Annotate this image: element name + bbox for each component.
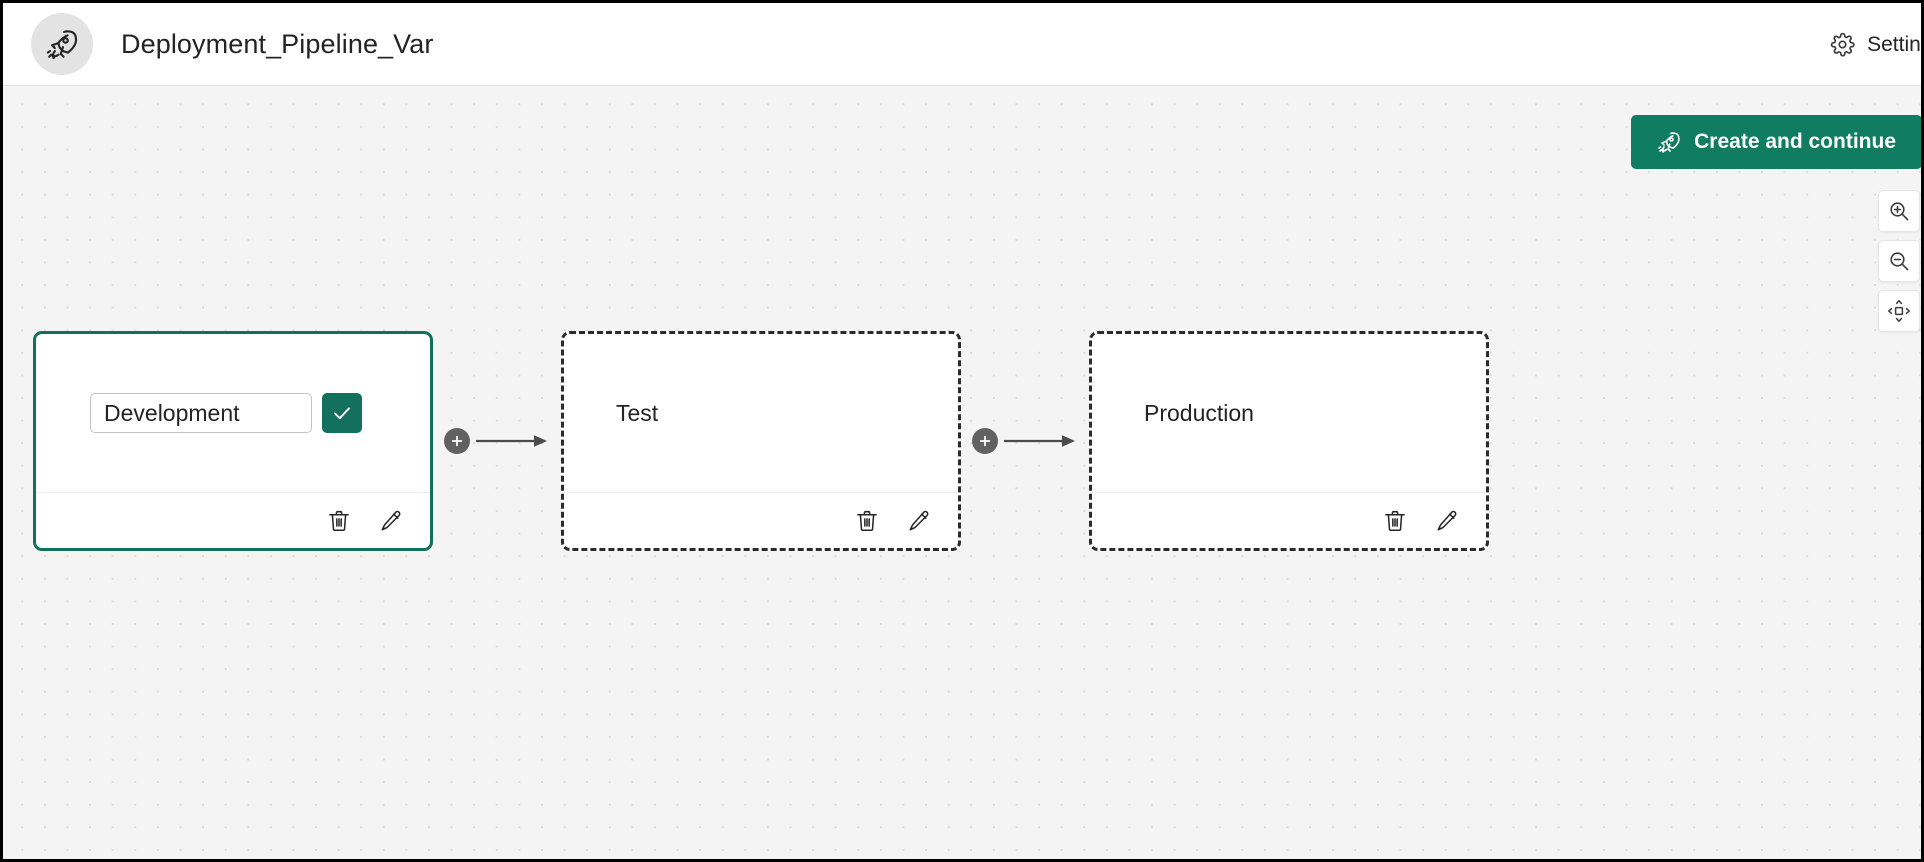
stage-name-edit-row <box>88 393 362 433</box>
delete-stage-button[interactable] <box>1378 504 1412 538</box>
pipeline-canvas[interactable]: Create and continue <box>3 86 1921 859</box>
stage-name-label: Production <box>1144 399 1254 426</box>
stage-card-development[interactable] <box>33 331 433 551</box>
fit-to-view-icon <box>1887 299 1911 323</box>
confirm-stage-name-button[interactable] <box>322 393 362 433</box>
trash-icon <box>326 508 352 534</box>
add-stage-button[interactable] <box>972 428 998 454</box>
delete-stage-button[interactable] <box>322 504 356 538</box>
trash-icon <box>1382 508 1408 534</box>
app-header: Deployment_Pipeline_Var Settings <box>3 3 1921 86</box>
stage-name-input[interactable] <box>90 393 312 433</box>
zoom-out-button[interactable] <box>1878 240 1920 282</box>
rocket-logo-icon <box>31 13 93 75</box>
header-actions: Settings <box>1824 3 1921 86</box>
pencil-icon <box>1434 508 1460 534</box>
stage-card-footer <box>1092 492 1486 548</box>
edit-stage-button[interactable] <box>374 504 408 538</box>
stage-card-body <box>36 334 430 492</box>
pencil-icon <box>906 508 932 534</box>
settings-button[interactable]: Settings <box>1824 26 1921 63</box>
zoom-in-icon <box>1887 199 1911 223</box>
stage-card-body: Production <box>1092 334 1486 492</box>
stage-card-footer <box>564 492 958 548</box>
stage-name-label: Test <box>616 399 659 426</box>
edit-stage-button[interactable] <box>1430 504 1464 538</box>
fit-to-view-button[interactable] <box>1878 290 1920 332</box>
zoom-in-button[interactable] <box>1878 190 1920 232</box>
pipeline-stages: Test <box>33 331 1489 551</box>
gear-icon <box>1830 32 1855 57</box>
page-title: Deployment_Pipeline_Var <box>121 28 434 59</box>
arrow-right-icon <box>1004 435 1075 447</box>
zoom-out-icon <box>1887 249 1911 273</box>
create-and-continue-button[interactable]: Create and continue <box>1631 115 1921 169</box>
add-stage-button[interactable] <box>444 428 470 454</box>
create-button-label: Create and continue <box>1694 130 1896 153</box>
delete-stage-button[interactable] <box>850 504 884 538</box>
pencil-icon <box>378 508 404 534</box>
stage-card-production[interactable]: Production <box>1089 331 1489 551</box>
edit-stage-button[interactable] <box>902 504 936 538</box>
stage-card-test[interactable]: Test <box>561 331 961 551</box>
check-icon <box>330 401 354 425</box>
canvas-zoom-controls <box>1878 190 1920 332</box>
arrow-right-icon <box>476 435 547 447</box>
rocket-icon <box>1657 130 1681 154</box>
trash-icon <box>854 508 880 534</box>
plus-icon <box>977 433 993 449</box>
stage-connector-1 <box>433 331 561 551</box>
plus-icon <box>449 433 465 449</box>
stage-connector-2 <box>961 331 1089 551</box>
stage-card-footer <box>36 492 430 548</box>
stage-card-body: Test <box>564 334 958 492</box>
settings-label: Settings <box>1867 32 1921 56</box>
